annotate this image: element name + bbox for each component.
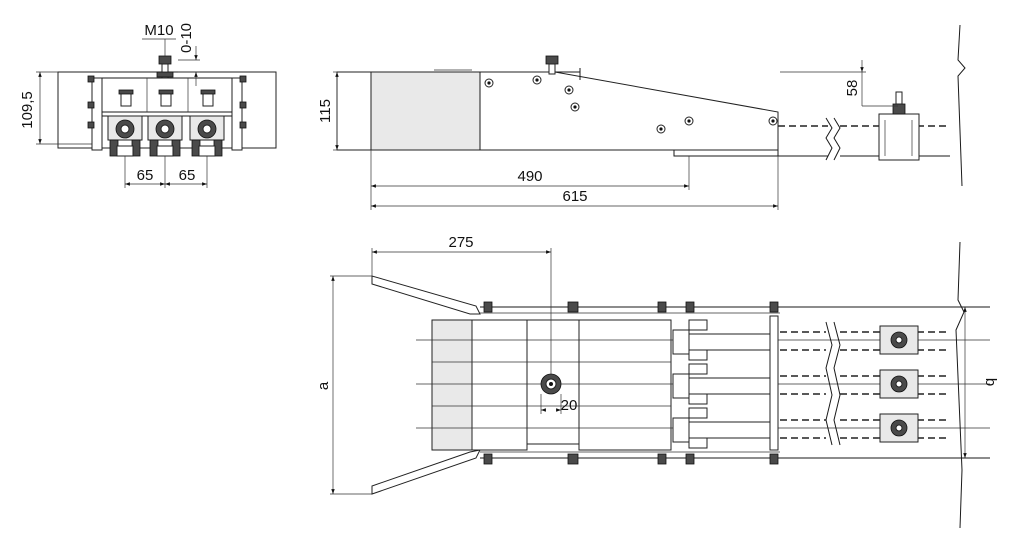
dim-length-total: 615 <box>562 188 587 205</box>
dim-pitch-right: 65 <box>179 167 196 184</box>
collector-2 <box>147 89 183 157</box>
end-view: 109,5 65 65 M10 0-10 <box>19 22 277 188</box>
funnel-guide-upper <box>371 275 481 315</box>
dim-funnel-length: 275 <box>448 234 473 251</box>
shoe-arm-1 <box>672 319 778 361</box>
dim-adjust: 0-10 <box>178 23 195 53</box>
side-view-end-cap <box>336 71 372 151</box>
m10-bolt <box>158 55 172 65</box>
side-view: 115 58 490 615 <box>317 24 966 210</box>
dim-pitch-left: 65 <box>137 167 154 184</box>
dim-width-a: a <box>315 381 332 390</box>
collector-3 <box>189 89 225 157</box>
dim-thread: M10 <box>144 22 173 39</box>
dim-offset: 58 <box>844 80 861 97</box>
hanger-clamp-3 <box>879 413 919 443</box>
hanger-clamp-2 <box>879 369 919 399</box>
dim-side-height: 115 <box>317 99 334 123</box>
shoe-arm-2 <box>672 363 778 405</box>
collector-housing <box>431 319 473 451</box>
side-view-housing <box>370 71 481 151</box>
top-view: 275 20 a b <box>315 234 999 529</box>
funnel-guide-lower <box>371 449 481 495</box>
dim-pin-offset: 20 <box>561 397 578 414</box>
dim-length-inner: 490 <box>517 168 542 185</box>
shoe-arm-3 <box>672 407 778 449</box>
hanger-clamp-1 <box>879 325 919 355</box>
collector-1 <box>107 89 143 157</box>
dim-end-height: 109,5 <box>19 91 36 129</box>
side-view-arm <box>479 71 779 151</box>
dim-width-b: b <box>982 378 999 386</box>
